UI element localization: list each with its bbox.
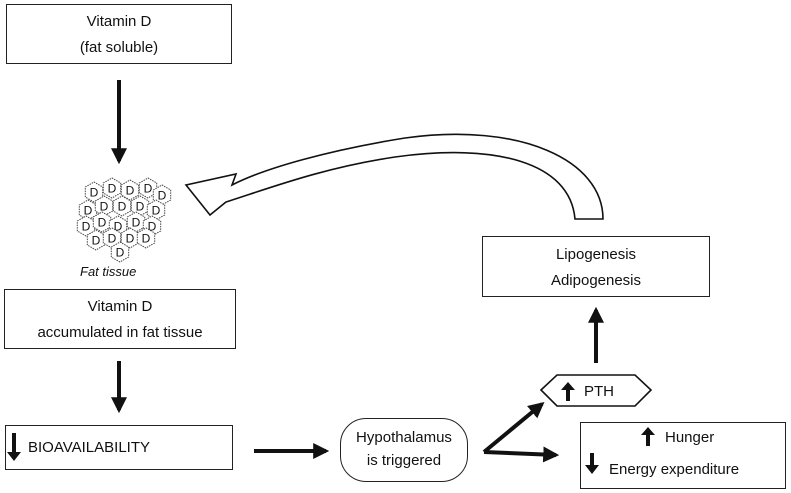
arrow-hypothalamus-to-hunger xyxy=(483,446,560,463)
lipogenesis-label: Lipogenesis xyxy=(555,246,637,263)
pth-label: PTH xyxy=(584,383,614,400)
fat-cell-letter: D xyxy=(116,246,125,260)
fat-cell-letter: D xyxy=(148,220,157,234)
adipogenesis-label: Adipogenesis xyxy=(550,272,642,289)
feedback-curved-arrow xyxy=(184,133,604,220)
fat-cell-hexagon xyxy=(84,181,104,203)
fat-cell-letter: D xyxy=(152,204,161,218)
fat-cell-letter: D xyxy=(142,232,151,246)
hunger-energy-box: Hunger Energy expenditure xyxy=(580,422,786,489)
fat-cell-letter: D xyxy=(108,182,117,196)
fat-cell-letter: D xyxy=(100,200,109,214)
fat-cell-hexagon xyxy=(102,177,122,199)
hypothalamus-title: Hypothalamus xyxy=(356,429,452,446)
vitamin-d-accumulated-box: Vitamin D accumulated in fat tissue xyxy=(4,289,236,349)
fat-cell-letter: D xyxy=(132,216,141,230)
bioavailability-box: BIOAVAILABILITY xyxy=(5,425,233,470)
fat-cell-hexagon xyxy=(136,227,156,249)
fat-cell-hexagon xyxy=(92,211,112,233)
fat-cell-hexagon xyxy=(120,179,140,201)
vitamin-d-subtitle: (fat soluble) xyxy=(79,39,159,56)
fat-cell-hexagon xyxy=(112,195,132,217)
bioavailability-down-arrow-icon xyxy=(7,433,21,461)
pth-up-arrow-icon xyxy=(561,382,575,401)
fat-cell-hexagon xyxy=(110,241,130,263)
hypothalamus-box: Hypothalamus is triggered xyxy=(340,418,468,482)
fat-cell-letter: D xyxy=(84,204,93,218)
bioavailability-label: BIOAVAILABILITY xyxy=(28,439,150,456)
energy-expenditure-label: Energy expenditure xyxy=(609,461,740,478)
accumulated-title: Vitamin D xyxy=(87,298,153,315)
fat-cell-letter: D xyxy=(92,234,101,248)
hypothalamus-subtitle: is triggered xyxy=(366,452,442,469)
fat-cell-letter: D xyxy=(158,189,167,203)
fat-cell-letter: D xyxy=(126,184,135,198)
energy-down-arrow-icon xyxy=(585,453,599,474)
fat-cell-letter: D xyxy=(108,232,117,246)
fat-cell-letter: D xyxy=(114,220,123,234)
fat-cell-letter: D xyxy=(126,232,135,246)
hunger-label: Hunger xyxy=(665,429,715,446)
fat-cell-letter: D xyxy=(144,182,153,196)
fat-cell-letter: D xyxy=(136,200,145,214)
fat-cell-letter: D xyxy=(118,200,127,214)
fat-cell-letter: D xyxy=(82,220,91,234)
arrow-hypothalamus-to-pth xyxy=(482,401,545,454)
vitamin-d-title: Vitamin D xyxy=(86,13,152,30)
lipogenesis-box: Lipogenesis Adipogenesis xyxy=(482,236,710,297)
hunger-up-arrow-icon xyxy=(641,427,655,446)
fat-cell-hexagon xyxy=(138,177,158,199)
vitamin-d-box: Vitamin D (fat soluble) xyxy=(6,4,232,64)
accumulated-subtitle: accumulated in fat tissue xyxy=(37,324,203,341)
fat-tissue-caption: Fat tissue xyxy=(80,264,137,279)
fat-cell-letter: D xyxy=(90,186,99,200)
fat-cell-letter: D xyxy=(98,216,107,230)
